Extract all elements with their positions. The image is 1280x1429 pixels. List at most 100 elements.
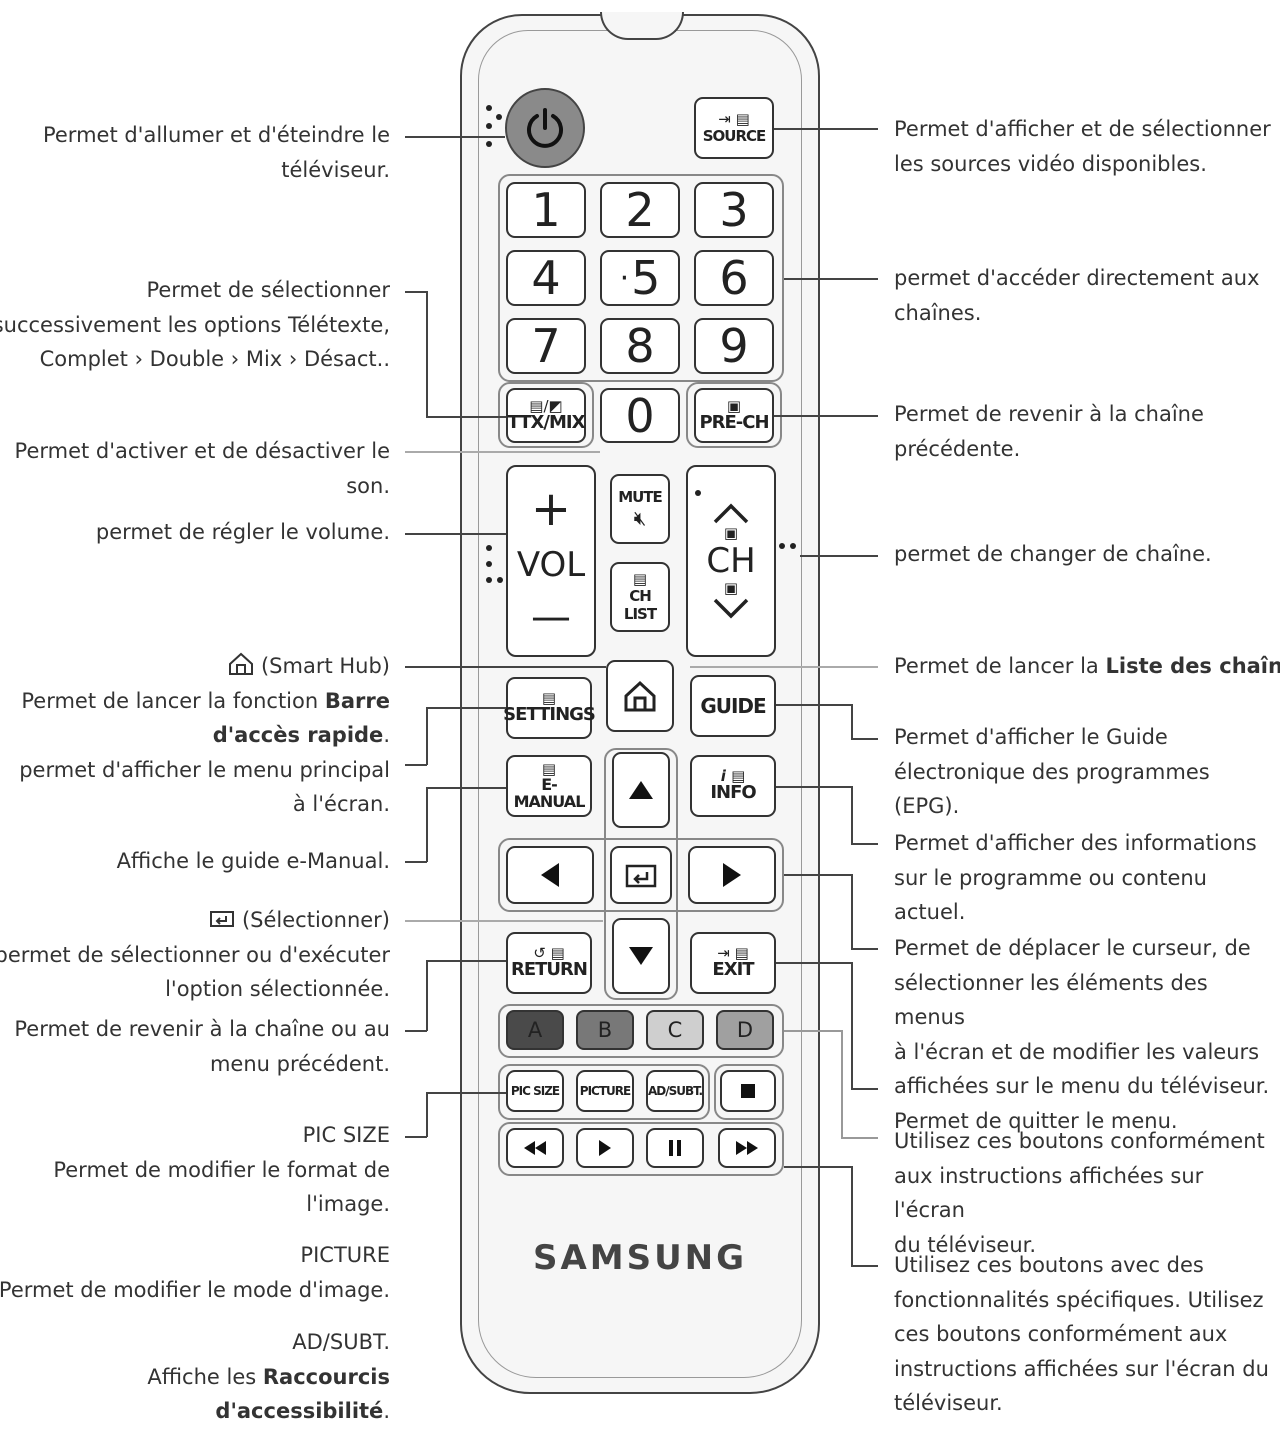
- label-smart-hub: (Smart Hub) Permet de lancer la fonction…: [19, 652, 390, 816]
- fast-forward-button[interactable]: [718, 1128, 776, 1168]
- label-power: Permet d'allumer et d'éteindre le télévi…: [42, 123, 390, 182]
- pre-ch-button[interactable]: ▣ PRE-CH: [694, 388, 774, 443]
- rewind-icon: [524, 1141, 546, 1155]
- picture-button[interactable]: PICTURE: [576, 1070, 634, 1112]
- channel-rocker[interactable]: ▣ CH ▣: [686, 465, 776, 657]
- leader-settings-h2: [426, 707, 506, 709]
- leader-emanual-h1: [405, 861, 427, 863]
- info-button[interactable]: i ▤ INFO: [690, 755, 776, 817]
- color-button-d[interactable]: D: [716, 1010, 774, 1050]
- label-guide: Permet d'afficher le Guide électronique …: [894, 725, 1210, 818]
- mic-dot: [486, 141, 492, 147]
- leader-nav-h2: [851, 948, 878, 950]
- leader-color-h1: [784, 1030, 842, 1032]
- settings-button[interactable]: ▤ SETTINGS: [503, 677, 596, 739]
- digit-2-button[interactable]: 2: [600, 182, 680, 238]
- label-channel: permet de changer de chaîne.: [894, 542, 1212, 566]
- tactile-dot: [486, 577, 492, 583]
- tactile-dot: [486, 545, 492, 551]
- channel-down-sub-icon: ▣: [723, 579, 739, 597]
- leader-info-v: [851, 786, 853, 844]
- ad-subt-button[interactable]: AD/SUBT.: [646, 1070, 704, 1112]
- digit-1-button[interactable]: 1: [506, 182, 586, 238]
- numpad-group: [498, 174, 784, 382]
- ttx-mix-button[interactable]: ▤/◩ TTX/MIX: [506, 388, 586, 443]
- exit-icon: ⇥ ▤: [717, 944, 749, 963]
- brand-logo: SAMSUNG: [532, 1238, 748, 1278]
- mic-dot: [486, 123, 492, 129]
- leader-exit-h1: [776, 962, 852, 964]
- arrow-left-icon: [541, 863, 559, 887]
- leader-power: [405, 136, 505, 138]
- volume-down-icon: —: [531, 594, 571, 640]
- home-smart-hub-button[interactable]: [606, 660, 674, 732]
- label-media-buttons: Utilisez ces boutons avec des fonctionna…: [894, 1253, 1269, 1415]
- leader-home: [405, 666, 606, 668]
- volume-rocker[interactable]: + VOL —: [506, 465, 596, 657]
- digit-3-button[interactable]: 3: [694, 182, 774, 238]
- return-button[interactable]: ↺ ▤ RETURN: [506, 932, 592, 994]
- leader-return-h1: [405, 1030, 427, 1032]
- channel-up-icon: [713, 503, 749, 524]
- label-ttx: Permet de sélectionner successivement le…: [0, 273, 390, 377]
- ch-list-button[interactable]: ▤ CH LIST: [610, 562, 670, 632]
- color-button-a[interactable]: A: [506, 1010, 564, 1050]
- pause-icon: [669, 1140, 681, 1156]
- dpad-up-button[interactable]: [612, 752, 670, 828]
- e-manual-button[interactable]: ▤ E-MANUAL: [506, 755, 592, 817]
- dpad-right-button[interactable]: [688, 846, 776, 904]
- digit-6-button[interactable]: 6: [694, 250, 774, 306]
- leader-source: [774, 128, 878, 130]
- label-volume: permet de régler le volume.: [95, 520, 390, 544]
- mute-speaker-icon: 🔇︎: [633, 506, 647, 530]
- leader-settings-v: [426, 707, 428, 765]
- digit-9-button[interactable]: 9: [694, 318, 774, 374]
- color-button-c[interactable]: C: [646, 1010, 704, 1050]
- color-button-b[interactable]: B: [576, 1010, 634, 1050]
- settings-icon: ▤: [541, 689, 557, 708]
- leader-media-h1: [784, 1166, 852, 1168]
- leader-nav-h1: [784, 874, 852, 876]
- stop-icon: [741, 1084, 755, 1098]
- power-icon: [527, 108, 563, 148]
- dpad-left-button[interactable]: [506, 846, 594, 904]
- digit-5-button[interactable]: ·5: [600, 250, 680, 306]
- label-select: (Sélectionner) permet de sélectionner ou…: [0, 908, 390, 1001]
- leader-picsize-h1: [405, 1136, 427, 1138]
- mute-button[interactable]: MUTE 🔇︎: [610, 474, 670, 544]
- e-manual-icon: ▤: [541, 759, 557, 778]
- play-button[interactable]: [576, 1128, 634, 1168]
- stop-button[interactable]: [720, 1070, 776, 1112]
- rewind-button[interactable]: [506, 1128, 564, 1168]
- leader-settings-h1: [405, 764, 427, 766]
- pic-size-button[interactable]: PIC SIZE: [506, 1070, 564, 1112]
- digit-4-button[interactable]: 4: [506, 250, 586, 306]
- leader-guide-h1: [776, 704, 852, 706]
- label-picture: PICTURE Permet de modifier le mode d'ima…: [0, 1243, 390, 1302]
- label-info: Permet d'afficher des informations sur l…: [894, 831, 1257, 924]
- label-pic-size: PIC SIZE Permet de modifier le format de…: [53, 1123, 390, 1216]
- pre-ch-icon: ▣: [726, 396, 742, 415]
- label-numbers: permet d'accéder directement aux chaînes…: [894, 266, 1260, 325]
- dpad-down-button[interactable]: [612, 918, 670, 994]
- color-buttons-group: [498, 1004, 784, 1058]
- stop-group: [714, 1064, 784, 1120]
- source-icon: ⇥ ▤: [718, 109, 750, 128]
- digit-8-button[interactable]: 8: [600, 318, 680, 374]
- digit-0-button[interactable]: 0: [600, 388, 680, 443]
- tactile-dot: [790, 543, 796, 549]
- guide-button[interactable]: GUIDE: [690, 675, 776, 737]
- source-button[interactable]: ⇥ ▤ SOURCE: [694, 97, 774, 159]
- select-enter-button[interactable]: [610, 846, 672, 904]
- volume-up-icon: +: [530, 481, 572, 537]
- power-button[interactable]: [505, 88, 585, 168]
- leader-return-v: [426, 960, 428, 1031]
- pause-button[interactable]: [646, 1128, 704, 1168]
- leader-ttx-v: [426, 291, 428, 417]
- leader-info-h1: [776, 786, 852, 788]
- label-mute: Permet d'activer et de désactiver le son…: [14, 439, 390, 498]
- exit-button[interactable]: ⇥ ▤ EXIT: [690, 932, 776, 994]
- digit-7-button[interactable]: 7: [506, 318, 586, 374]
- dpad-horizontal-group: [498, 838, 784, 912]
- label-exit: Permet de quitter le menu.: [894, 1108, 1178, 1133]
